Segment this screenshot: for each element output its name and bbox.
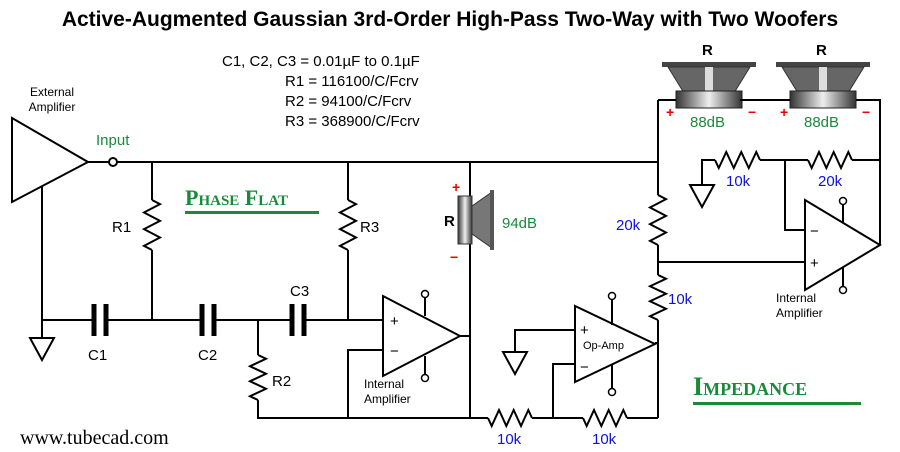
svg-text:Internal: Internal [776,291,816,305]
ground-icon [501,351,529,377]
svg-text:−: − [580,359,589,376]
svg-text:R3 = 368900/C/Fcrv: R3 = 368900/C/Fcrv [285,113,420,130]
resistor-20k-feedback [807,149,853,171]
op-amp: + − Op-Amp [574,291,658,397]
woofer-1: R + − 88dB [662,42,756,131]
resistor-10k-bottom-2 [582,407,628,429]
svg-text:−: − [390,343,399,360]
svg-text:R: R [702,42,713,59]
resistor-10k-feedback [714,149,761,171]
svg-text:88dB: 88dB [804,114,839,131]
impedance-label: Impedance [693,372,807,401]
ground-icon [688,184,716,210]
svg-text:+: + [780,104,788,120]
svg-text:Op-Amp: Op-Amp [583,340,624,352]
svg-text:+: + [390,313,399,330]
input-terminal [108,157,118,167]
r1-label: R1 [112,219,131,236]
svg-text:R: R [816,42,827,59]
r3-label: R3 [360,219,379,236]
svg-text:94dB: 94dB [502,215,537,232]
title: Active-Augmented Gaussian 3rd-Order High… [62,8,838,31]
resistor-10k-bottom-1 [487,407,533,429]
svg-text:Internal: Internal [364,377,404,391]
svg-text:C3: C3 [290,283,309,300]
svg-text:+: + [580,322,589,339]
external-amplifier: External Amplifier [11,85,91,204]
impedance-underline [693,402,861,405]
ground-icon [28,337,56,363]
r-10k-label: 10k [668,291,693,308]
svg-text:+: + [810,255,819,272]
tweeter: R + − 94dB [444,179,537,265]
svg-text:+: + [666,104,674,120]
formulas: C1, C2, C3 = 0.01µF to 0.1µF R1 = 116100… [222,53,420,130]
resistor-r1 [141,199,163,251]
input-label: Input [96,132,130,149]
svg-text:−: − [810,223,819,240]
r-10k-b2-label: 10k [592,431,617,448]
svg-text:Amplifier: Amplifier [776,306,823,320]
capacitor-c3: C3 [289,283,309,336]
phase-flat-underline [185,211,319,214]
svg-text:−: − [450,249,458,265]
svg-text:External: External [30,85,74,99]
svg-text:C1: C1 [88,347,107,364]
capacitor-c1: C1 [88,304,109,364]
svg-text:−: − [748,104,756,120]
svg-text:C2: C2 [198,347,217,364]
r-10k-fb-label: 10k [726,173,751,190]
resistor-20k [647,194,669,246]
svg-text:R1 = 116100/C/Fcrv: R1 = 116100/C/Fcrv [285,73,419,90]
capacitor-c2: C2 [198,304,217,364]
phase-flat-label: Phase Flat [185,185,288,210]
website-link[interactable]: www.tubecad.com [20,427,169,449]
r2-label: R2 [272,373,291,390]
svg-text:Amplifier: Amplifier [364,392,411,406]
svg-text:Amplifier: Amplifier [29,100,76,114]
resistor-10k [647,274,669,321]
svg-text:C1, C2, C3 = 0.01µF to 0.1µF: C1, C2, C3 = 0.01µF to 0.1µF [222,53,420,70]
r-20k-label: 20k [616,217,641,234]
internal-amplifier-2: − + Internal Amplifier [776,196,882,320]
svg-text:R2 = 94100/C/Fcrv: R2 = 94100/C/Fcrv [285,93,412,110]
svg-text:+: + [452,179,460,195]
resistor-r3 [337,199,359,251]
r-10k-b1-label: 10k [497,431,522,448]
svg-text:88dB: 88dB [690,114,725,131]
svg-text:R: R [444,213,455,230]
woofer-2: R + − 88dB [776,42,870,131]
r-20k-fb-label: 20k [818,173,843,190]
internal-amplifier-1: + − Internal Amplifier [364,289,463,406]
resistor-r2 [247,354,269,401]
svg-text:−: − [862,104,870,120]
